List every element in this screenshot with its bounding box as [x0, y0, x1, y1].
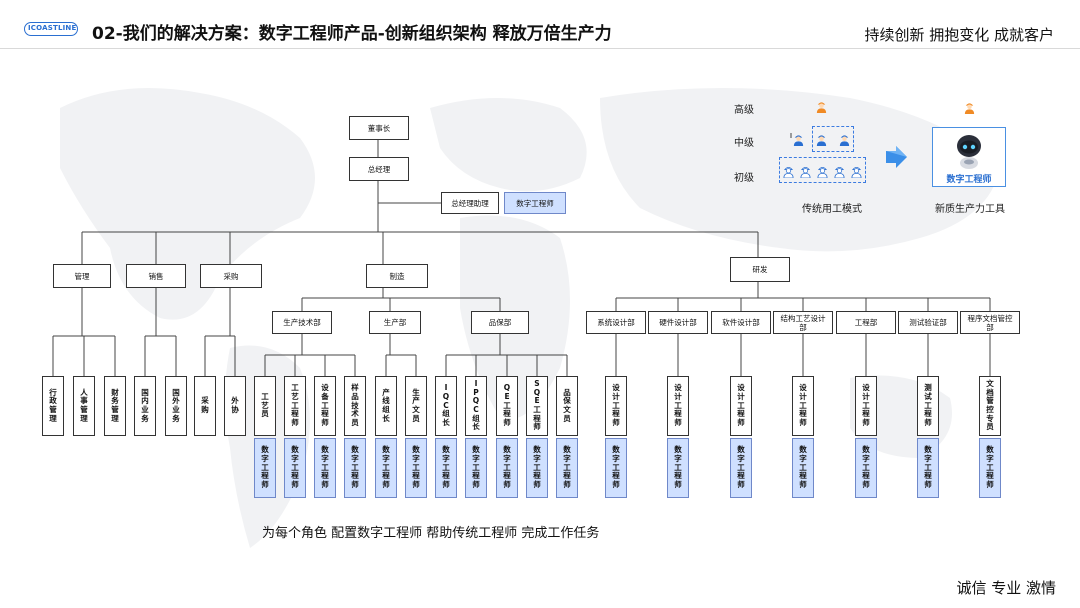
digital-engineer-role-box: 数字工程师: [979, 438, 1001, 498]
role-box: 国内业务: [134, 376, 156, 436]
digital-engineer-role-box: 数字工程师: [605, 438, 627, 498]
dept-production: 生产部: [369, 311, 421, 334]
digital-engineer-role-box: 数字工程师: [526, 438, 548, 498]
mid-tier-dashed-box: [812, 126, 854, 152]
org-node-purchasing: 采购: [200, 264, 262, 288]
dept-doc-control: 程序文档管控部: [960, 311, 1020, 334]
role-box: 文档管控专员: [979, 376, 1001, 436]
role-box: 设计工程师: [730, 376, 752, 436]
dept-software-design: 软件设计部: [711, 311, 771, 334]
senior-worker-icon: [964, 103, 975, 114]
digital-engineer-role-box: 数字工程师: [917, 438, 939, 498]
senior-worker-icon: [816, 102, 827, 113]
role-box: 样品技术员: [344, 376, 366, 436]
role-box: 外协: [224, 376, 246, 436]
digital-engineer-role-box: 数字工程师: [730, 438, 752, 498]
dept-quality: 品保部: [471, 311, 529, 334]
org-node-sales: 销售: [126, 264, 186, 288]
org-node-digital-engineer: 数字工程师: [504, 192, 566, 214]
tier-high-label: 高级: [734, 105, 754, 116]
digital-engineer-role-box: 数字工程师: [375, 438, 397, 498]
digital-engineer-role-box: 数字工程师: [556, 438, 578, 498]
header-bar: ICOASTLINE 02-我们的解决方案：数字工程师产品-创新组织架构 释放万…: [0, 0, 1080, 48]
role-box: 产线组长: [375, 376, 397, 436]
role-box: 财务管理: [104, 376, 126, 436]
role-box: 测试工程师: [917, 376, 939, 436]
junior-worker-icon: [834, 166, 845, 178]
role-box: 生产文员: [405, 376, 427, 436]
dept-engineering: 工程部: [836, 311, 896, 334]
mid-worker-icon: [793, 135, 804, 146]
new-tool-caption: 新质生产力工具: [935, 204, 1005, 215]
digital-engineer-role-box: 数字工程师: [792, 438, 814, 498]
role-box: 设计工程师: [605, 376, 627, 436]
org-node-manufacturing: 制造: [366, 264, 428, 288]
header-divider: [0, 48, 1080, 49]
dept-system-design: 系统设计部: [586, 311, 646, 334]
role-box: 设计工程师: [792, 376, 814, 436]
footer-slogan: 诚信 专业 激情: [956, 579, 1056, 597]
dept-test-verification: 测试验证部: [898, 311, 958, 334]
company-logo-icon: [24, 22, 78, 36]
role-box: 人事管理: [73, 376, 95, 436]
bottom-summary-text: 为每个角色 配置数字工程师 帮助传统工程师 完成工作任务: [262, 526, 600, 541]
role-box: 采购: [194, 376, 216, 436]
digital-engineer-role-box: 数字工程师: [314, 438, 336, 498]
org-node-gm: 总经理: [349, 157, 409, 181]
digital-engineer-role-box: 数字工程师: [344, 438, 366, 498]
digital-engineer-role-box: 数字工程师: [435, 438, 457, 498]
digital-engineer-role-box: 数字工程师: [465, 438, 487, 498]
digital-engineer-role-box: 数字工程师: [855, 438, 877, 498]
digital-engineer-role-box: 数字工程师: [405, 438, 427, 498]
mid-worker-icon: [839, 135, 850, 146]
role-box: 设备工程师: [314, 376, 336, 436]
role-box: 行政管理: [42, 376, 64, 436]
junior-worker-icon: [817, 166, 828, 178]
company-logo-text: ICOASTLINE: [28, 24, 77, 32]
digital-engineer-role-box: 数字工程师: [496, 438, 518, 498]
header-slogan: 持续创新 拥抱变化 成就客户: [864, 26, 1054, 44]
junior-worker-icon: [783, 166, 794, 178]
dept-structure-design: 结构工艺设计部: [773, 311, 833, 334]
junior-worker-icon: [851, 166, 862, 178]
role-box: 品保文员: [556, 376, 578, 436]
traditional-mode-caption: 传统用工模式: [802, 204, 862, 215]
arrow-right-icon: [886, 146, 907, 168]
role-box: 工艺员: [254, 376, 276, 436]
dept-hardware-design: 硬件设计部: [648, 311, 708, 334]
digital-engineer-card: 数字工程师: [932, 127, 1006, 187]
tier-mid-label: 中级: [734, 138, 754, 149]
tier-low-label: 初级: [734, 173, 754, 184]
org-node-management: 管理: [53, 264, 111, 288]
dept-production-tech: 生产技术部: [272, 311, 332, 334]
org-node-chairman: 董事长: [349, 116, 409, 140]
org-node-rnd: 研发: [730, 257, 790, 282]
robot-icon: [957, 135, 981, 169]
mid-worker-icon: [816, 135, 827, 146]
low-tier-dashed-box: [779, 157, 866, 183]
role-box: 工艺工程师: [284, 376, 306, 436]
role-box: 设计工程师: [855, 376, 877, 436]
page-title: 02-我们的解决方案：数字工程师产品-创新组织架构 释放万倍生产力: [92, 24, 612, 44]
digital-engineer-role-box: 数字工程师: [284, 438, 306, 498]
junior-worker-icon: [800, 166, 811, 178]
role-box: 设计工程师: [667, 376, 689, 436]
digital-engineer-role-box: 数字工程师: [254, 438, 276, 498]
role-box: 国外业务: [165, 376, 187, 436]
robot-label: 数字工程师: [946, 175, 992, 185]
org-node-gm-assistant: 总经理助理: [441, 192, 499, 214]
digital-engineer-role-box: 数字工程师: [667, 438, 689, 498]
